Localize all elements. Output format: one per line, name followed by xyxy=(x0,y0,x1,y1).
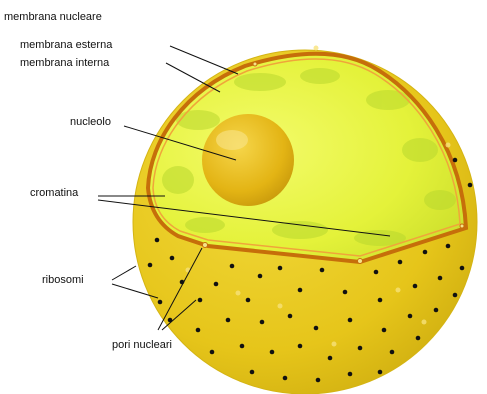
nucleolus-sphere xyxy=(202,114,294,206)
label-cromatina: cromatina xyxy=(30,187,79,199)
label-pori-nucleari: pori nucleari xyxy=(112,339,172,351)
label-membrana-esterna: membrana esterna xyxy=(20,39,113,51)
leader-ribosomi-1 xyxy=(112,266,136,280)
label-membrana-nucleare: membrana nucleare xyxy=(4,11,102,23)
label-membrana-interna: membrana interna xyxy=(20,57,110,69)
nucleolus-highlight xyxy=(216,130,248,150)
label-ribosomi: ribosomi xyxy=(42,274,84,286)
label-nucleolo: nucleolo xyxy=(70,116,111,128)
leader-membrana-esterna xyxy=(170,46,238,74)
